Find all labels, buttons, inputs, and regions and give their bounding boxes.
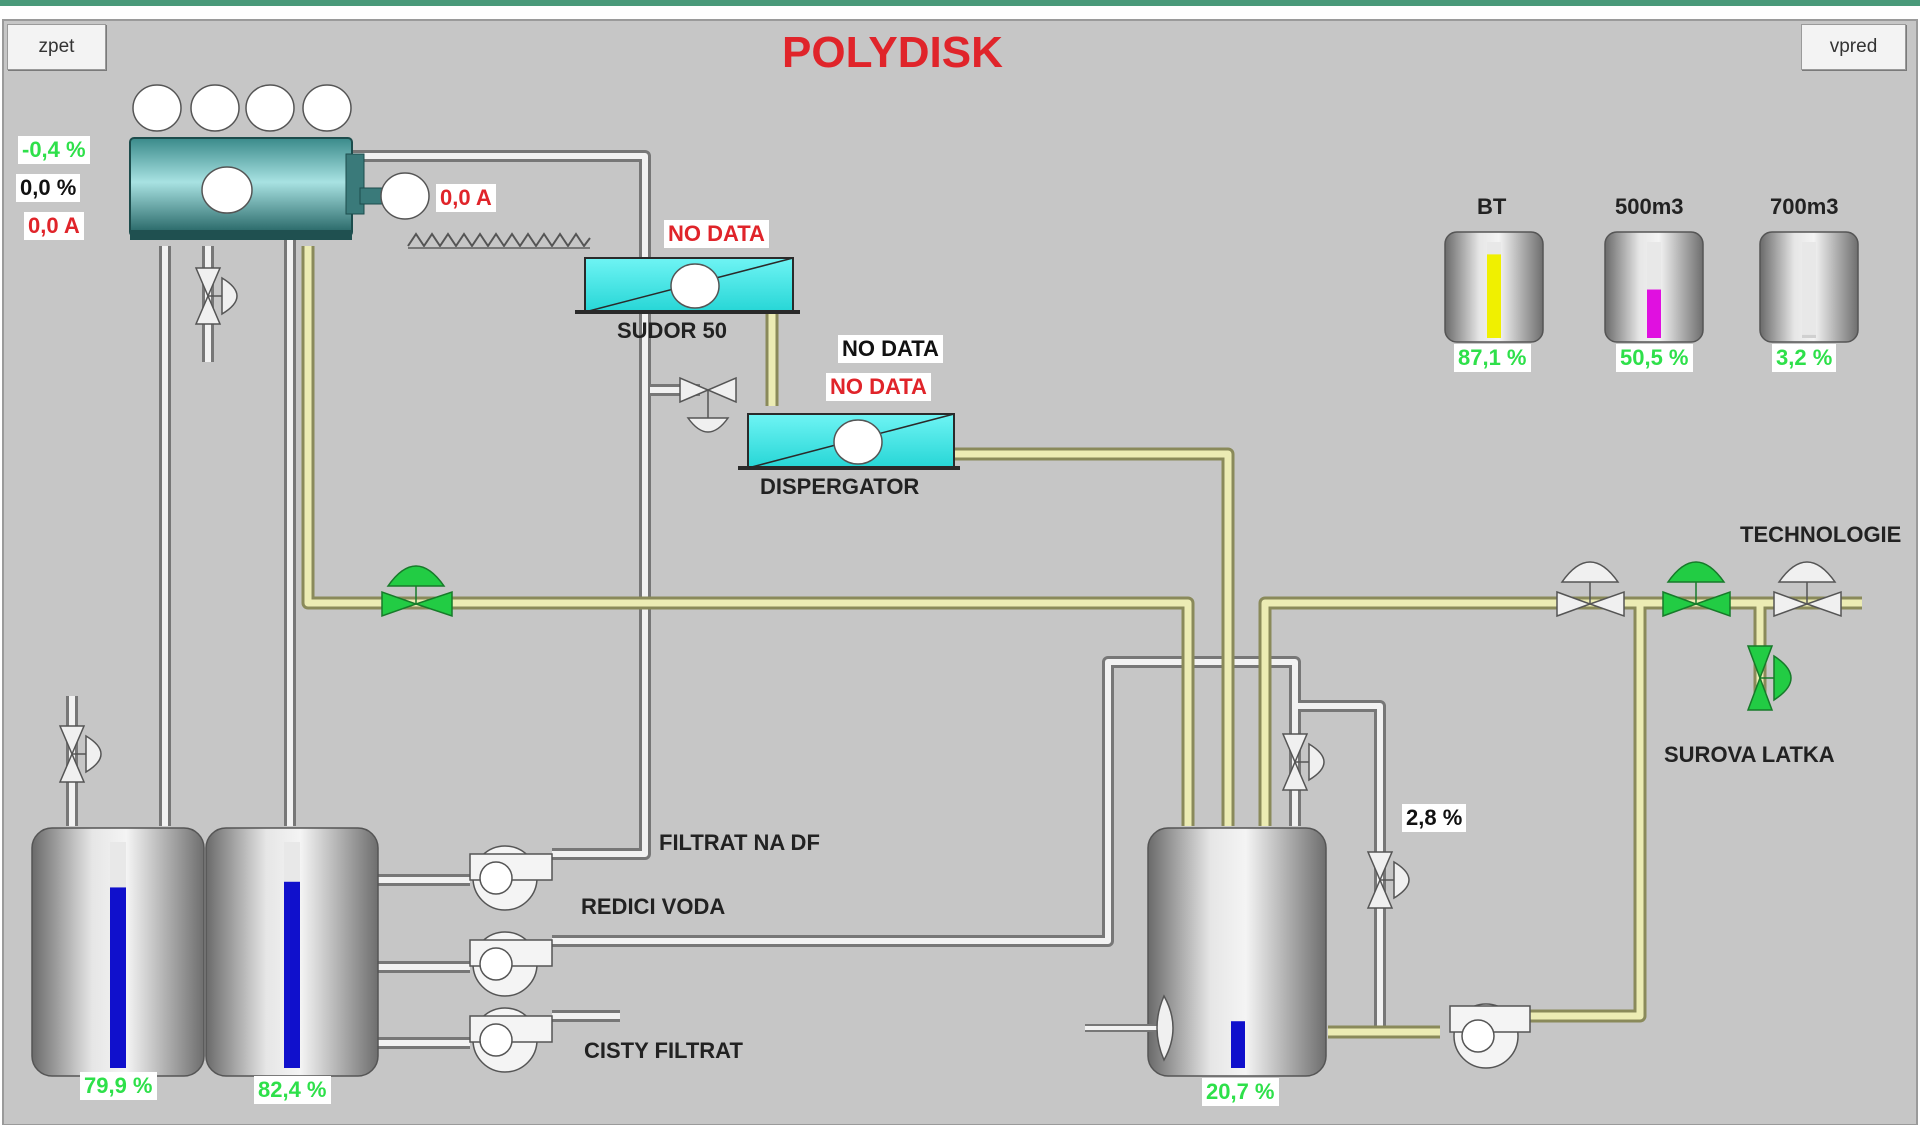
valve-right-gray-1[interactable]	[1556, 561, 1625, 618]
motor-indicator	[380, 172, 430, 220]
valve-sudor[interactable]	[679, 376, 737, 433]
level-bar-mix	[1231, 1021, 1245, 1068]
pump-redici	[469, 931, 553, 997]
tank-left-2[interactable]	[205, 827, 379, 1077]
label-redici-voda: REDICI VODA	[581, 894, 726, 919]
storage-tank-700m3[interactable]	[1759, 231, 1859, 343]
page-title: POLYDISK	[782, 28, 1003, 77]
valve-percent: 2,8 %	[1402, 804, 1467, 832]
polydisk-percent-second: 0,0 %	[16, 174, 81, 202]
tank-left2-value: 82,4 %	[254, 1076, 331, 1104]
tank-bt-label: BT	[1477, 194, 1507, 219]
valve-green-main[interactable]	[381, 565, 453, 618]
dispergator-status-top: NO DATA	[838, 335, 943, 363]
level-bar-500m3	[1647, 289, 1661, 338]
label-filtrat-na-df: FILTRAT NA DF	[659, 830, 820, 855]
storage-tank-500m3[interactable]	[1604, 231, 1704, 343]
dispergator-status-red: NO DATA	[826, 373, 931, 401]
forward-button[interactable]: vpred	[1801, 24, 1906, 70]
label-cisty-filtrat: CISTY FILTRAT	[584, 1038, 743, 1063]
storage-tank-bt[interactable]	[1444, 231, 1544, 343]
back-button[interactable]: zpet	[7, 24, 106, 70]
pump-filtrat	[469, 845, 553, 911]
level-bar-bt	[1487, 254, 1501, 338]
motor-current: 0,0 A	[436, 184, 496, 212]
mix-tank[interactable]	[1085, 827, 1327, 1077]
polydisk-current: 0,0 A	[24, 212, 84, 240]
polydisk-percent-top: -0,4 %	[18, 136, 90, 164]
top-border-strip	[0, 0, 1920, 6]
valve-mix-inlet[interactable]	[1281, 733, 1325, 791]
valve-left-tank[interactable]	[58, 725, 102, 783]
sudor-status: NO DATA	[664, 220, 769, 248]
screw-conveyor	[407, 232, 591, 248]
tank-700m3-value: 3,2 %	[1772, 344, 1837, 372]
level-bar-left2	[284, 881, 300, 1068]
sudor-label: SUDOR 50	[617, 318, 728, 343]
level-bar-700m3	[1802, 334, 1816, 338]
valve-right-green[interactable]	[1662, 561, 1731, 618]
tank-left1-value: 79,9 %	[80, 1072, 157, 1100]
tank-700m3-label: 700m3	[1770, 194, 1839, 219]
valve-polydisk-down[interactable]	[194, 267, 238, 325]
valve-surova-latka[interactable]	[1746, 645, 1792, 711]
dispergator-label: DISPERGATOR	[760, 474, 920, 499]
valve-recirc[interactable]	[1366, 851, 1410, 909]
pump-mix	[1449, 1003, 1531, 1069]
tank-left-1[interactable]	[31, 827, 205, 1077]
polydisk-top-indicators	[132, 84, 352, 132]
tank-bt-value: 87,1 %	[1454, 344, 1531, 372]
label-technologie: TECHNOLOGIE	[1740, 522, 1902, 547]
process-diagram	[2, 19, 1918, 1125]
pumps[interactable]	[469, 845, 1531, 1073]
gray-pipes	[66, 150, 1386, 1049]
dispergator-unit[interactable]	[738, 413, 960, 470]
tank-500m3-label: 500m3	[1615, 194, 1684, 219]
tank-500m3-value: 50,5 %	[1616, 344, 1693, 372]
pump-cisty	[469, 1007, 553, 1073]
label-surova-latka: SUROVA LATKA	[1664, 742, 1835, 767]
level-bar-left1	[110, 887, 126, 1068]
mix-tank-value: 20,7 %	[1202, 1078, 1279, 1106]
sudor-50-unit[interactable]	[575, 257, 800, 314]
polydisk-drum[interactable]	[129, 137, 383, 240]
valve-right-gray-2[interactable]	[1773, 561, 1842, 618]
